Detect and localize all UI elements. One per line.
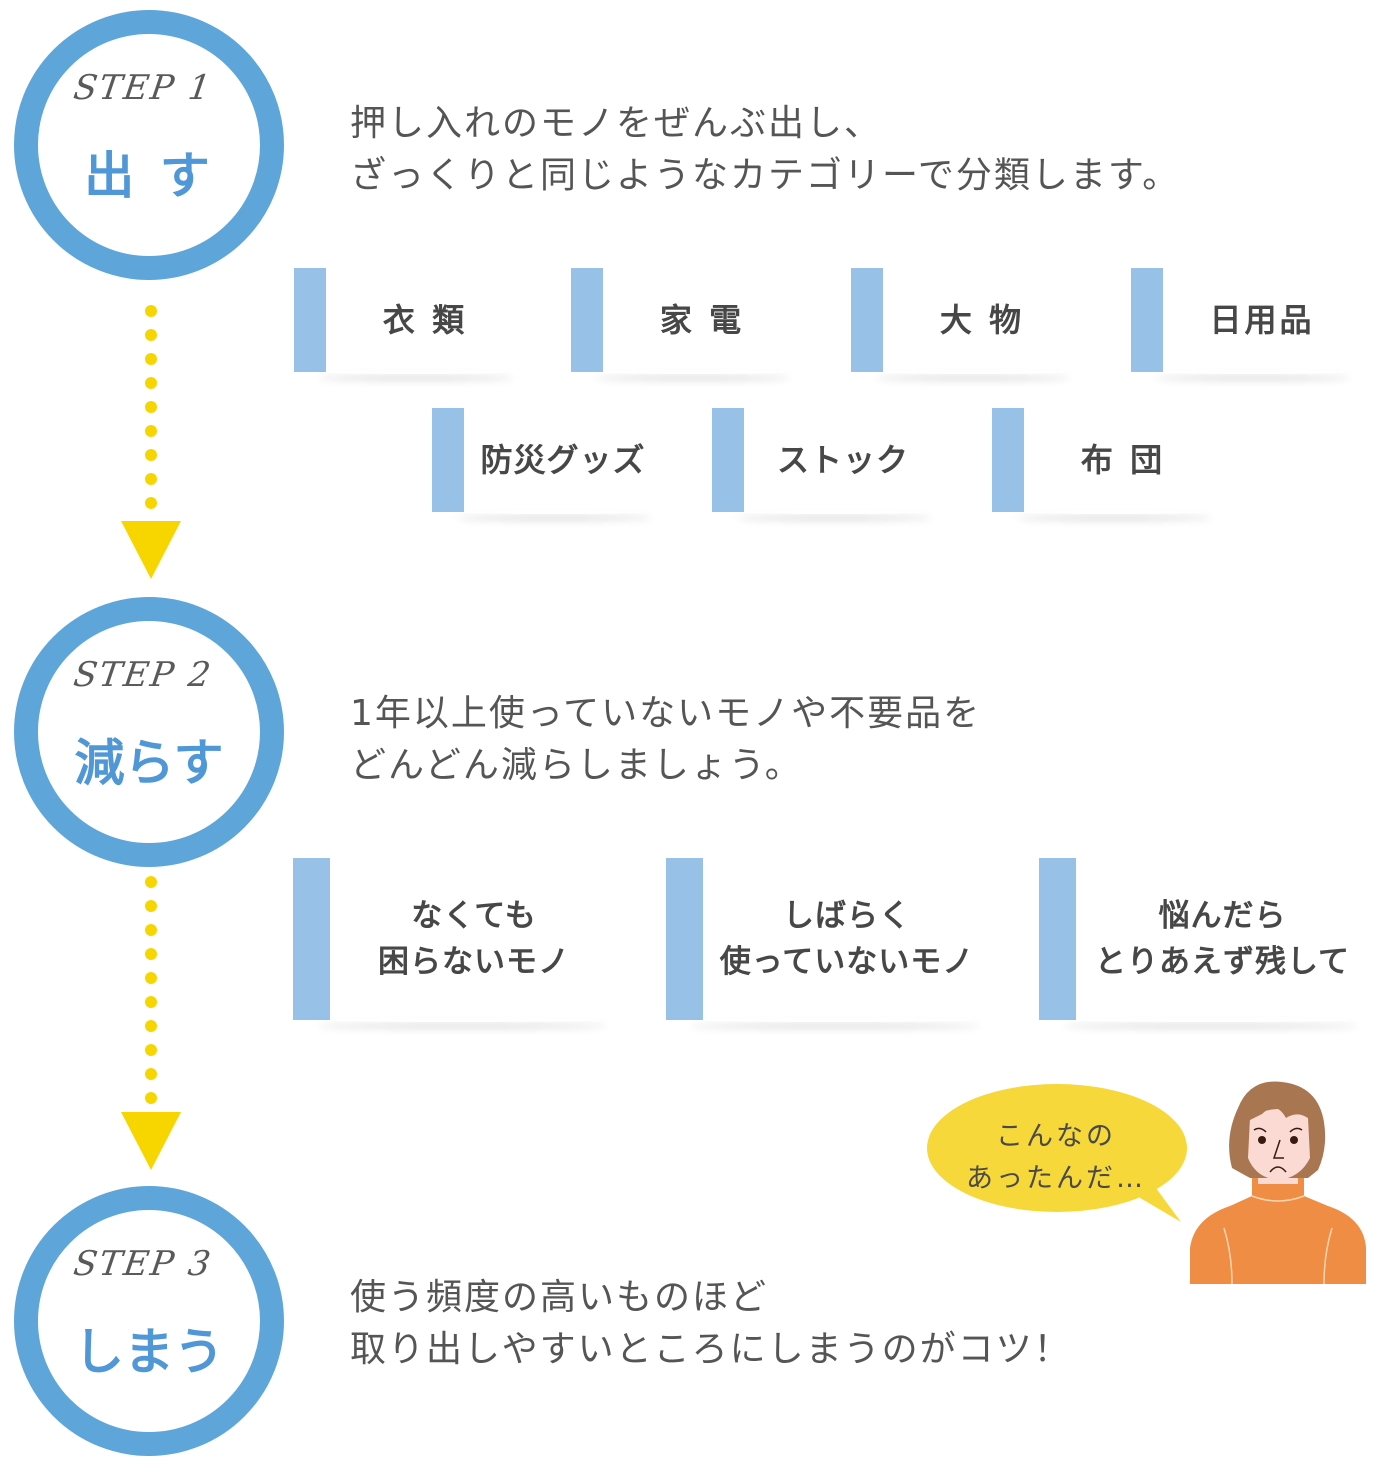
step-1-circle: STEP 1 出 す <box>10 6 288 284</box>
decision-tag-unused: しばらく 使っていないモノ <box>666 858 991 1020</box>
step-2-description: 1年以上使っていないモノや不要品を どんどん減らしましょう。 <box>350 688 981 792</box>
down-arrow-icon <box>121 521 181 579</box>
tag-label: 悩んだら とりあえず残して <box>1076 858 1369 1020</box>
tag-label: 防災グッズ <box>480 441 646 479</box>
connector-dot <box>145 972 157 984</box>
speech-bubble: こんなの あったんだ… <box>925 1080 1200 1230</box>
person-icon <box>1190 1081 1366 1285</box>
tag-bar <box>293 858 330 1020</box>
description-line: 使う頻度の高いものほど <box>350 1277 769 1318</box>
step-title: 出 す <box>84 147 214 205</box>
tag-line: 困らないモノ <box>378 944 570 980</box>
step-title: 減らす <box>74 734 224 792</box>
tag-label: ストック <box>776 441 909 479</box>
category-tag-futon: 布 団 <box>992 408 1222 512</box>
down-arrow-icon <box>121 1112 181 1170</box>
tag-label: 日用品 <box>1209 301 1315 339</box>
step-1-description: 押し入れのモノをぜんぶ出し、 ざっくりと同じようなカテゴリーで分類します。 <box>350 98 1180 202</box>
tag-line: なくても <box>411 898 537 934</box>
connector-dot <box>145 497 157 509</box>
hand-drawn-ring-icon <box>14 597 284 867</box>
connector-dot <box>145 449 157 461</box>
connector-dot <box>145 948 157 960</box>
tag-label: 布 団 <box>1080 441 1166 479</box>
connector-dot <box>145 425 157 437</box>
tag-line: 使っていないモノ <box>719 944 975 980</box>
step-title: しまう <box>74 1323 224 1381</box>
category-tag-clothes: 衣 類 <box>294 268 524 372</box>
tag-bar <box>712 408 744 512</box>
category-tag-appliances: 家 電 <box>571 268 801 372</box>
step-label: STEP 2 <box>71 655 215 695</box>
tag-bar <box>666 858 703 1020</box>
tag-label: なくても 困らないモノ <box>330 858 618 1020</box>
connector-dot <box>145 996 157 1008</box>
tag-bar <box>571 268 603 372</box>
description-line: 1年以上使っていないモノや不要品を <box>350 693 982 734</box>
connector-dot <box>145 329 157 341</box>
hand-drawn-ring-icon <box>14 10 284 280</box>
category-tag-daily-goods: 日用品 <box>1131 268 1361 372</box>
description-line: どんどん減らしましょう。 <box>350 745 803 786</box>
tag-bar <box>432 408 464 512</box>
category-tag-disaster-goods: 防災グッズ <box>432 408 662 512</box>
worried-woman-illustration <box>1190 1078 1368 1286</box>
step-3-circle: STEP 3 しまう <box>10 1182 288 1460</box>
speech-bubble-text: こんなの あったんだ… <box>925 1116 1187 1200</box>
tag-label: 衣 類 <box>382 301 468 339</box>
description-line: ざっくりと同じようなカテゴリーで分類します。 <box>350 155 1181 196</box>
tag-bar <box>294 268 326 372</box>
tag-bar <box>1131 268 1163 372</box>
tag-label: しばらく 使っていないモノ <box>703 858 991 1020</box>
category-tag-stock: ストック <box>712 408 942 512</box>
connector-dot <box>145 1092 157 1104</box>
connector-dot <box>145 1068 157 1080</box>
description-line: 押し入れのモノをぜんぶ出し、 <box>350 103 883 144</box>
connector-dot <box>145 924 157 936</box>
step-2-circle: STEP 2 減らす <box>10 593 288 871</box>
decision-tag-unneeded: なくても 困らないモノ <box>293 858 618 1020</box>
step-connector-1 <box>121 305 181 595</box>
bubble-line: あったんだ… <box>966 1163 1146 1194</box>
decision-tag-keep-if-unsure: 悩んだら とりあえず残して <box>1039 858 1369 1020</box>
hand-drawn-ring-icon <box>14 1186 284 1456</box>
connector-dot <box>145 1020 157 1032</box>
speech-bubble-shape-icon <box>927 1084 1187 1222</box>
connector-dot <box>145 900 157 912</box>
step-3-description: 使う頻度の高いものほど 取り出しやすいところにしまうのがコツ！ <box>350 1272 1072 1376</box>
bubble-line: こんなの <box>996 1121 1116 1152</box>
tag-line: しばらく <box>783 898 911 934</box>
tag-line: とりあえず残して <box>1094 944 1351 980</box>
tag-bar <box>851 268 883 372</box>
connector-dot <box>145 401 157 413</box>
tag-line: 悩んだら <box>1158 898 1287 934</box>
step-label: STEP 3 <box>71 1244 215 1284</box>
connector-dot <box>145 1044 157 1056</box>
connector-dot <box>145 305 157 317</box>
tag-bar <box>1039 858 1076 1020</box>
tag-label: 家 電 <box>659 301 745 339</box>
tag-label: 大 物 <box>939 301 1025 339</box>
connector-dot <box>145 377 157 389</box>
connector-dot <box>145 353 157 365</box>
step-connector-2 <box>121 876 181 1176</box>
step-label: STEP 1 <box>71 68 215 108</box>
connector-dot <box>145 876 157 888</box>
connector-dot <box>145 473 157 485</box>
category-tag-large-items: 大 物 <box>851 268 1081 372</box>
description-line: 取り出しやすいところにしまうのがコツ！ <box>350 1329 1072 1370</box>
tag-bar <box>992 408 1024 512</box>
